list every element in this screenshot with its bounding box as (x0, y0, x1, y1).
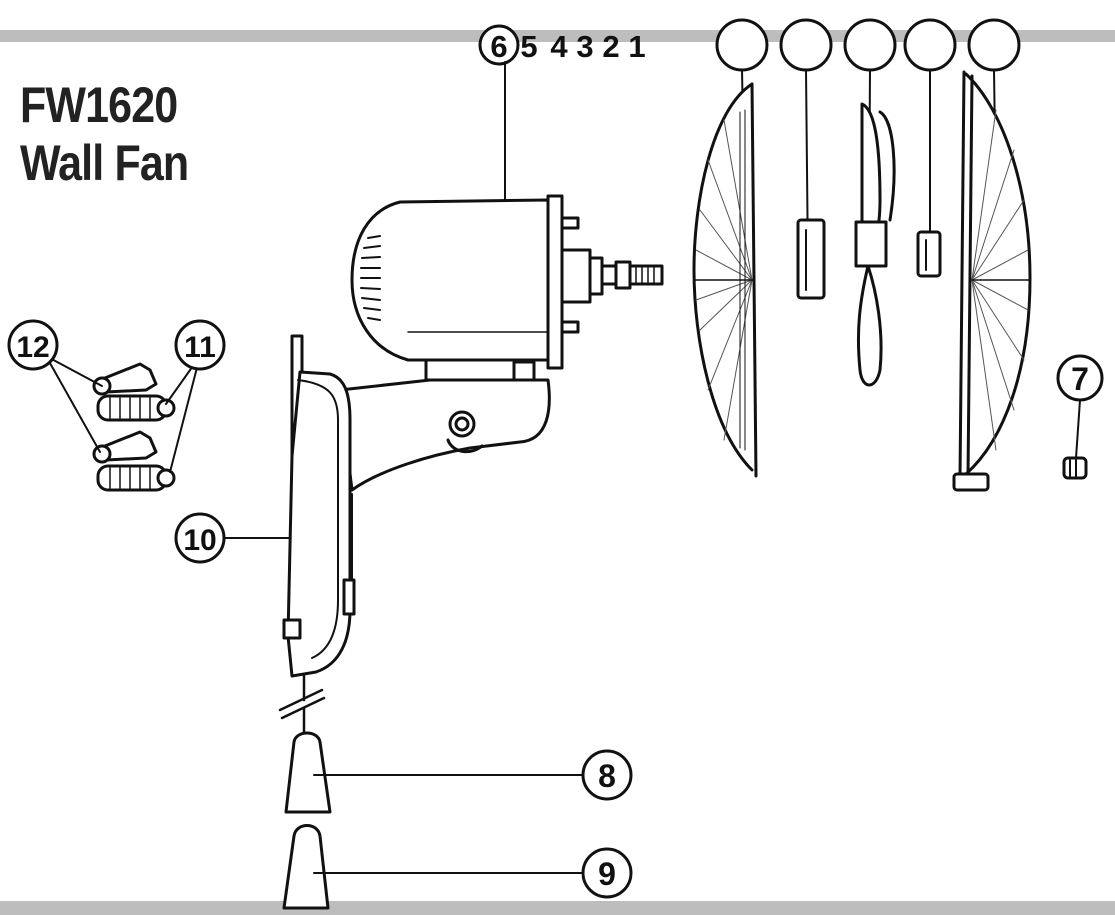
part-number-8: 8 (598, 758, 616, 794)
product-subtitle: Wall Fan (20, 135, 189, 191)
grille-screw (1062, 456, 1088, 480)
part-number-7: 7 (1071, 361, 1089, 397)
callout-circle-12 (7, 319, 59, 371)
blade-cap (916, 230, 942, 278)
callout-circle-11 (174, 319, 226, 371)
callout-circle-grille-rear (715, 18, 769, 72)
wall-mount (282, 334, 356, 678)
callout-circles-top (715, 18, 1021, 72)
part-number-3: 3 (576, 29, 593, 64)
callout-circle-8 (581, 749, 633, 801)
power-cord (278, 674, 326, 734)
part-number-2: 2 (602, 29, 619, 64)
callout-circle-6 (478, 24, 520, 66)
part-number-6: 6 (490, 29, 507, 64)
callout-circle-9 (581, 847, 633, 899)
bracket-arm (338, 378, 551, 492)
wall-screws (96, 394, 176, 492)
callout-circle-blade (843, 18, 897, 72)
leaders-11-12 (45, 355, 201, 473)
leader-7 (1075, 399, 1081, 459)
part-number-4: 4 (550, 29, 568, 64)
callout-circle-spinner (779, 18, 833, 72)
callout-circle-7 (1056, 354, 1104, 402)
part-number-5: 5 (520, 29, 537, 64)
top-border-bar (0, 30, 1115, 42)
part-number-1: 1 (628, 29, 645, 64)
cord-knob-lower (282, 824, 330, 910)
spinner-nut (796, 218, 826, 300)
callout-circle-grille-front (967, 18, 1021, 72)
part-number-10: 10 (183, 524, 216, 557)
callout-circle-cap (903, 18, 957, 72)
callout-circle-10 (174, 512, 226, 564)
cord-knob-upper (284, 731, 332, 814)
rear-grille (692, 82, 758, 478)
model-title: FW1620 (20, 77, 178, 133)
motor-housing (350, 194, 664, 398)
part-number-12: 12 (16, 331, 49, 364)
bottom-border-bar (0, 901, 1115, 915)
front-grille (952, 70, 1032, 492)
fan-blade (854, 102, 896, 387)
part-number-11: 11 (184, 331, 216, 364)
part-number-9: 9 (598, 856, 616, 892)
